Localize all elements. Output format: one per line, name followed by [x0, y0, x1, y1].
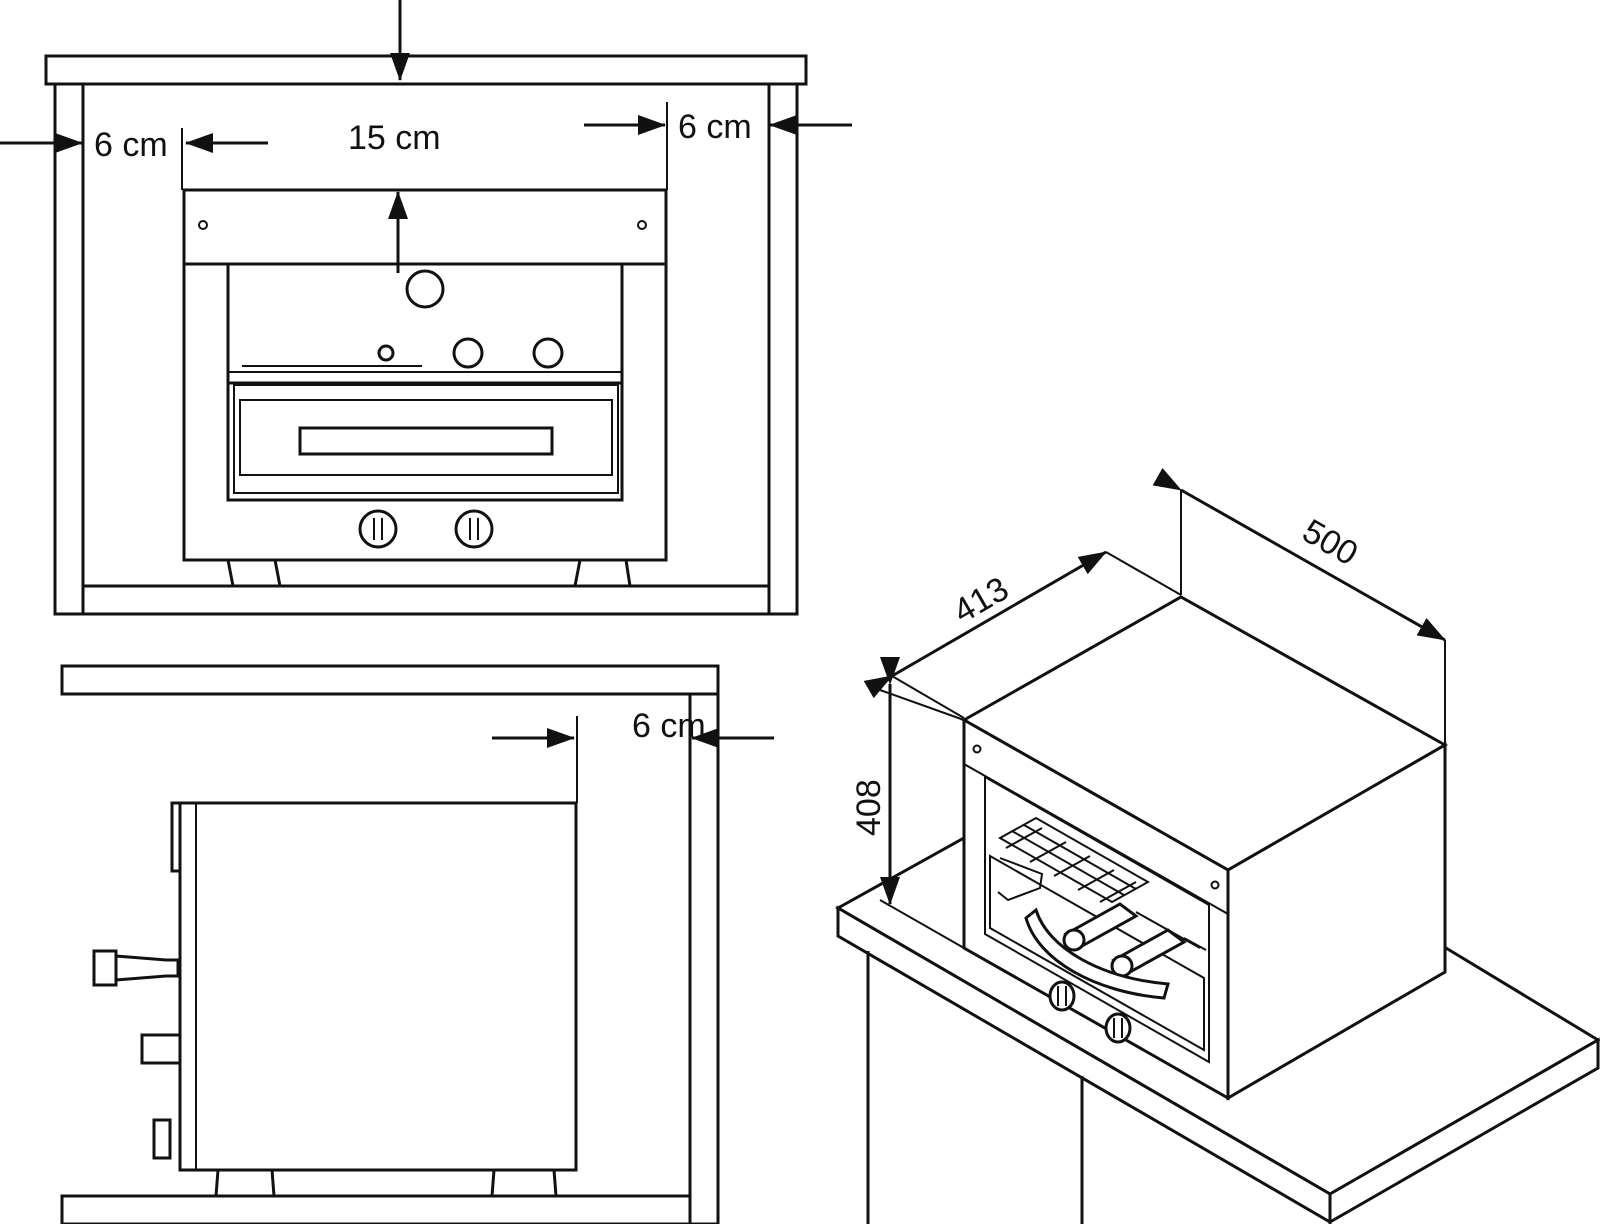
skewer-handle	[1062, 902, 1201, 952]
side-dimensions: 6 cm	[492, 707, 774, 803]
dim-height: 408	[850, 779, 888, 836]
door-handle	[1024, 907, 1170, 1000]
dim-top-gap: 15 cm	[348, 119, 441, 157]
front-cabinet	[44, 54, 808, 616]
control-knob	[1048, 980, 1076, 1012]
side-cabinet	[60, 664, 720, 1224]
skewer-handle	[1110, 928, 1207, 978]
foot	[573, 558, 632, 588]
iso-view: 413 500 408	[834, 467, 1600, 1224]
control-knob	[1104, 1012, 1132, 1044]
foot	[214, 1168, 276, 1198]
dim-width: 413	[947, 570, 1015, 631]
front-dimensions: 6 cm 15 cm 6 cm	[0, 0, 852, 273]
grill-front	[182, 188, 668, 588]
dim-depth: 500	[1296, 512, 1364, 573]
foot	[490, 1168, 558, 1198]
front-view: 6 cm 15 cm 6 cm	[0, 0, 852, 616]
control-knob	[454, 509, 494, 549]
dim-right-gap: 6 cm	[678, 108, 752, 146]
dim-rear-gap: 6 cm	[632, 707, 706, 745]
grill-side	[92, 801, 578, 1198]
grill-rack	[997, 816, 1151, 904]
handle	[92, 949, 180, 987]
iso-dimensions: 413 500 408	[850, 467, 1446, 949]
foot	[226, 558, 282, 588]
control-knob	[358, 509, 398, 549]
side-view: 6 cm	[60, 664, 774, 1224]
dim-left-gap: 6 cm	[94, 126, 168, 164]
